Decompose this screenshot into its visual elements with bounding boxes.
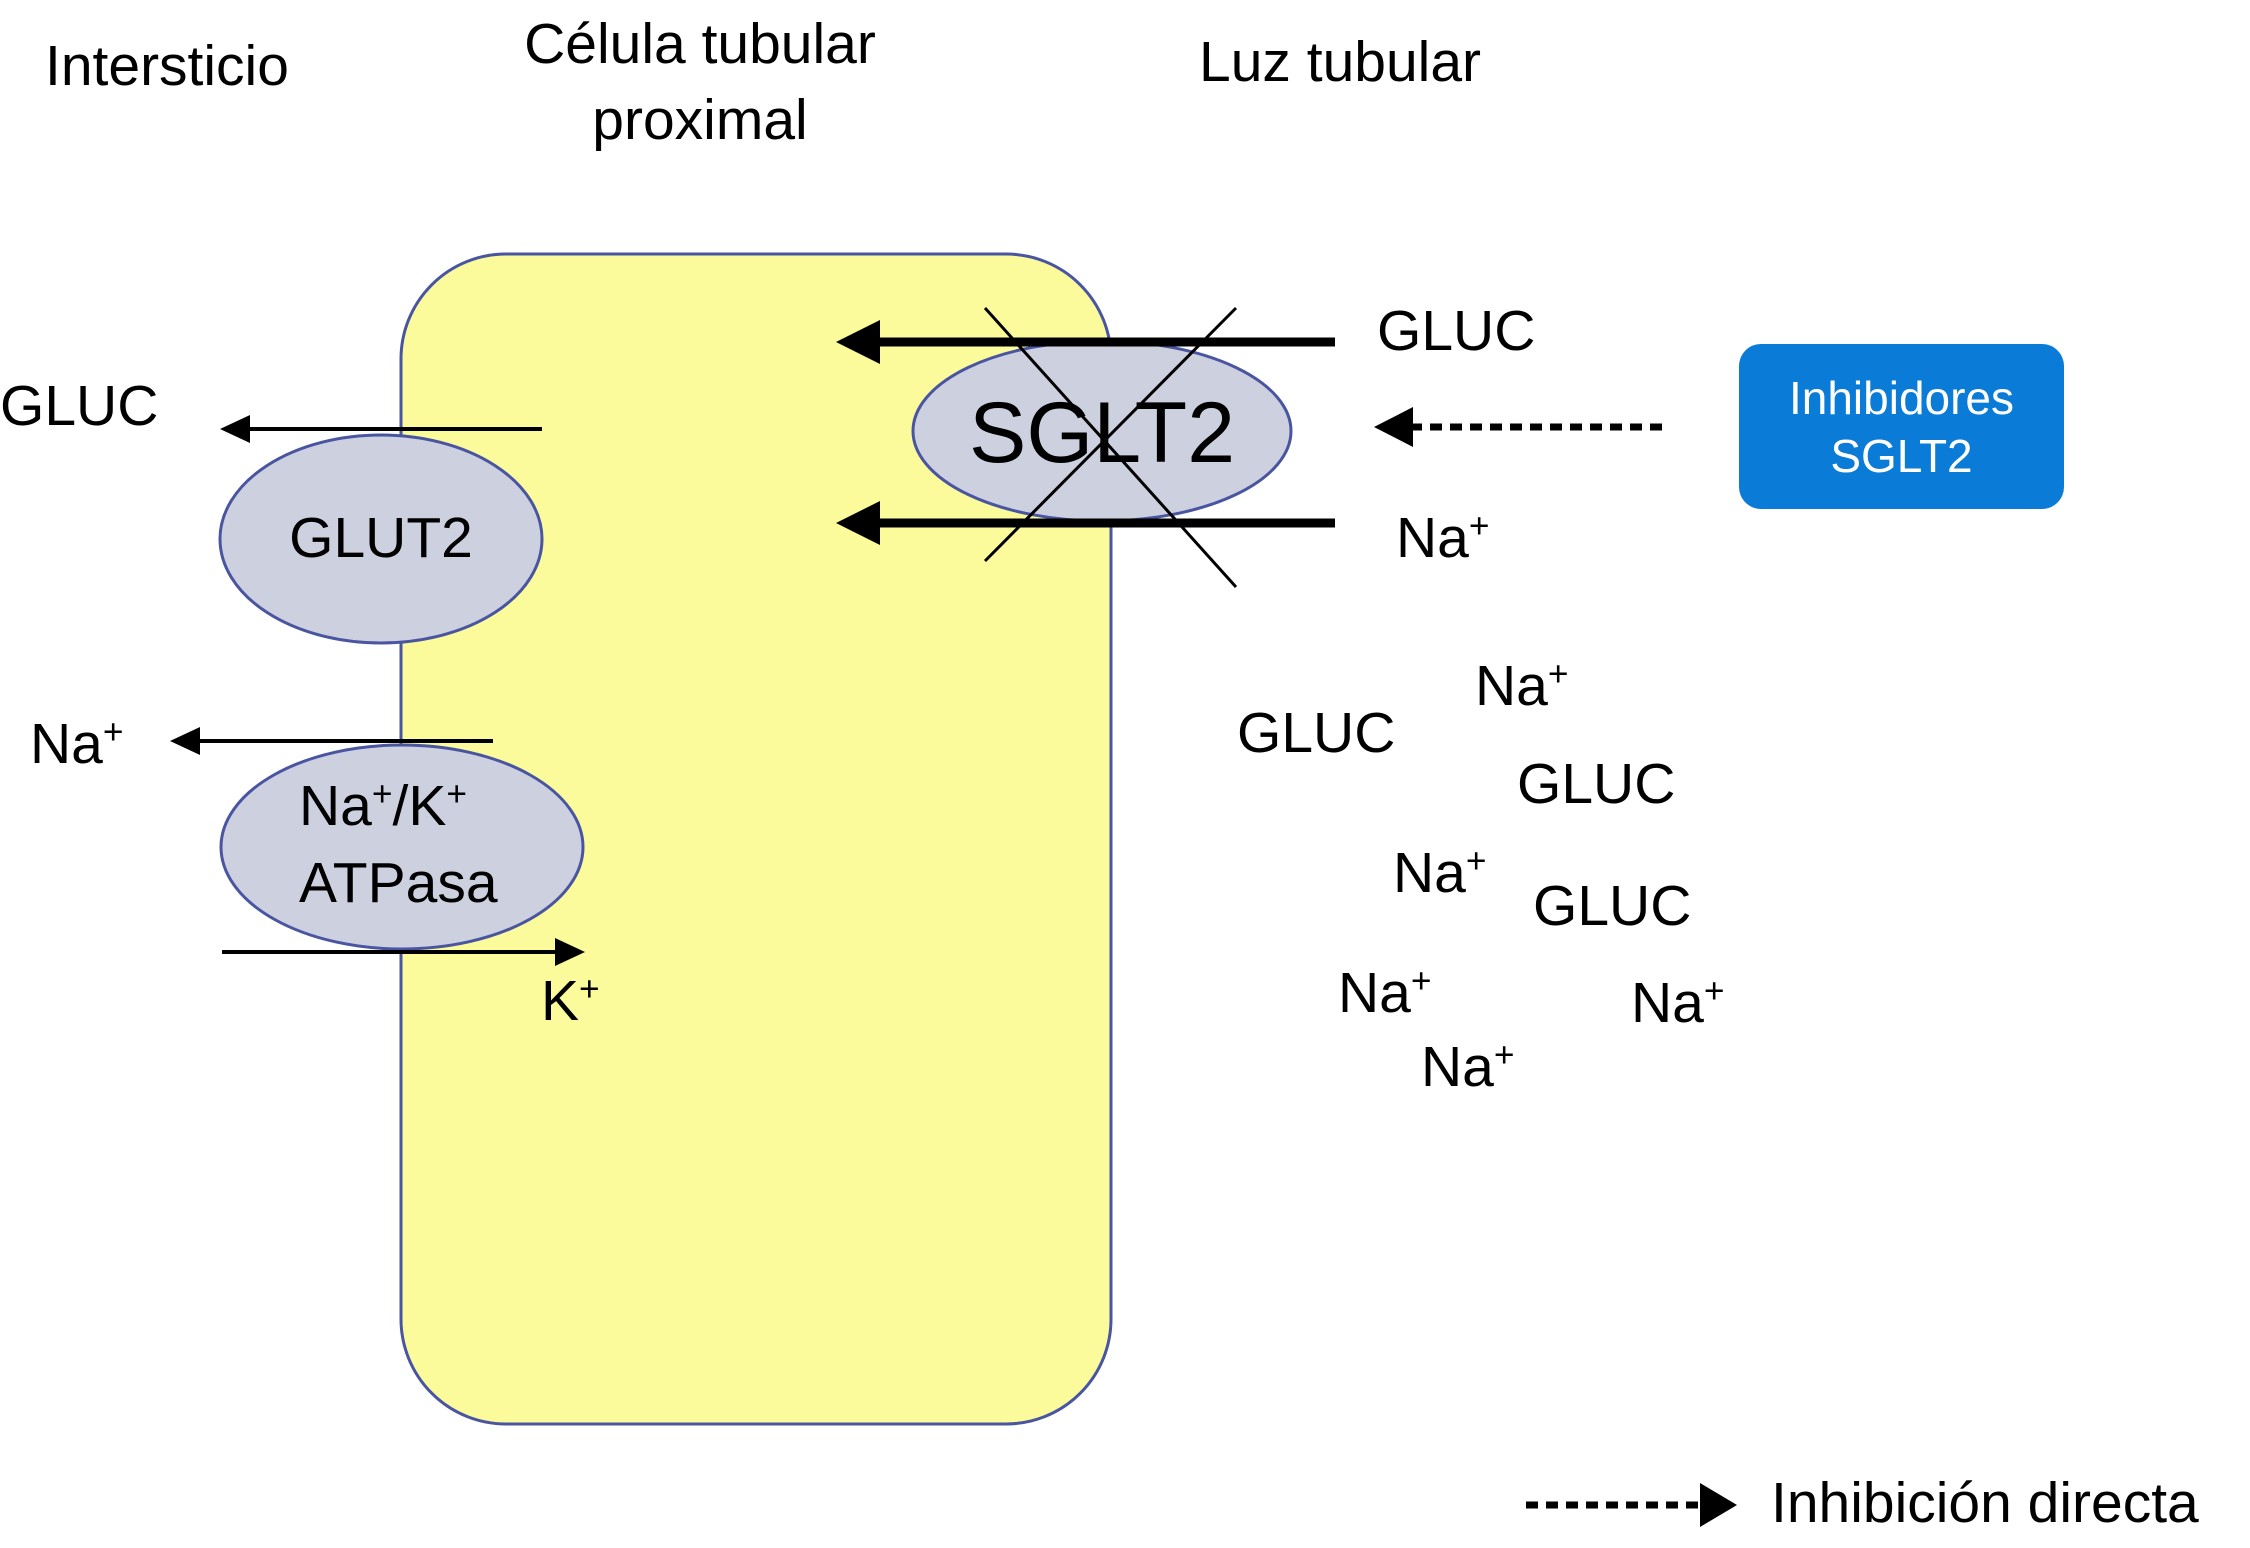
- sglt2-cross-line-2: [983, 306, 1238, 563]
- glut2-label: GLUT2: [289, 506, 473, 570]
- lumen-molecule: Na+: [1338, 961, 1432, 1022]
- k-entry-arrow-head: [555, 938, 585, 966]
- lumen-molecule-charge: +: [1465, 841, 1487, 881]
- lumen-molecule: Na+: [1475, 654, 1569, 715]
- interstitium-na-charge: +: [102, 712, 124, 752]
- lumen-molecule-text: GLUC: [1517, 752, 1676, 816]
- lumen-gluc-substrate-label: GLUC: [1377, 299, 1536, 363]
- lumen-na-substrate-text: Na: [1396, 506, 1469, 570]
- gluc-exit-arrow-head: [220, 415, 250, 443]
- lumen-molecule: GLUC: [1237, 705, 1395, 762]
- header-lumen: Luz tubular: [1199, 30, 1482, 94]
- sglt2-gluc-arrow-head: [836, 320, 880, 364]
- lumen-molecule-charge: +: [1410, 961, 1432, 1001]
- lumen-molecule: GLUC: [1533, 878, 1691, 935]
- lumen-molecule: GLUC: [1517, 756, 1675, 813]
- cell-k-text: K: [541, 969, 580, 1033]
- lumen-molecule-text: Na: [1421, 1035, 1494, 1099]
- interstitium-na-label: Na+: [30, 712, 124, 773]
- lumen-molecule-text: Na: [1338, 961, 1411, 1025]
- inhibition-arrow-head: [1374, 407, 1413, 447]
- lumen-molecule-text: GLUC: [1237, 701, 1396, 765]
- na-exit-arrow-head: [170, 727, 200, 755]
- glut2-transporter: [218, 433, 544, 645]
- lumen-molecule-charge: +: [1547, 654, 1569, 694]
- na-k-atpase-label-line2: ATPasa: [299, 851, 498, 915]
- lumen-na-substrate-charge: +: [1468, 506, 1490, 546]
- cell-k-charge: +: [579, 969, 600, 1009]
- na-k-atpase-label-line1: Na+/K+: [299, 774, 468, 835]
- interstitium-gluc-label: GLUC: [0, 374, 159, 438]
- header-interstitium: Intersticio: [45, 34, 289, 98]
- sglt2-label: SGLT2: [968, 385, 1236, 481]
- sglt2-inhibitors-box: Inhibidores SGLT2: [1739, 344, 2064, 509]
- sglt2-inhibitors-label: Inhibidores SGLT2: [1788, 371, 2015, 482]
- cell-k-label: K+: [541, 969, 600, 1030]
- sglt2-cross-line-1: [983, 306, 1238, 589]
- lumen-molecule: Na+: [1631, 971, 1725, 1032]
- lumen-molecule-text: Na: [1475, 654, 1548, 718]
- na-k-atpase-na-charge: +: [371, 774, 393, 814]
- lumen-molecule-text: GLUC: [1533, 874, 1692, 938]
- na-k-atpase-transporter: [219, 743, 585, 951]
- lumen-molecule: Na+: [1421, 1035, 1515, 1096]
- sglt2-na-arrow-head: [836, 501, 880, 545]
- header-cell: Célula tubular proximal: [524, 12, 876, 152]
- na-k-atpase-na: Na: [299, 774, 372, 838]
- interstitium-na-text: Na: [30, 712, 103, 776]
- na-k-atpase-k: /K: [392, 774, 447, 838]
- legend-label: Inhibición directa: [1771, 1471, 2199, 1535]
- lumen-molecule-text: Na: [1631, 971, 1704, 1035]
- lumen-molecule-charge: +: [1703, 971, 1725, 1011]
- legend-arrow-head: [1700, 1483, 1737, 1527]
- lumen-molecule: Na+: [1393, 841, 1487, 902]
- lumen-na-substrate-label: Na+: [1396, 506, 1490, 567]
- lumen-molecule-charge: +: [1493, 1035, 1515, 1075]
- na-k-atpase-k-charge: +: [446, 774, 468, 814]
- lumen-molecule-text: Na: [1393, 841, 1466, 905]
